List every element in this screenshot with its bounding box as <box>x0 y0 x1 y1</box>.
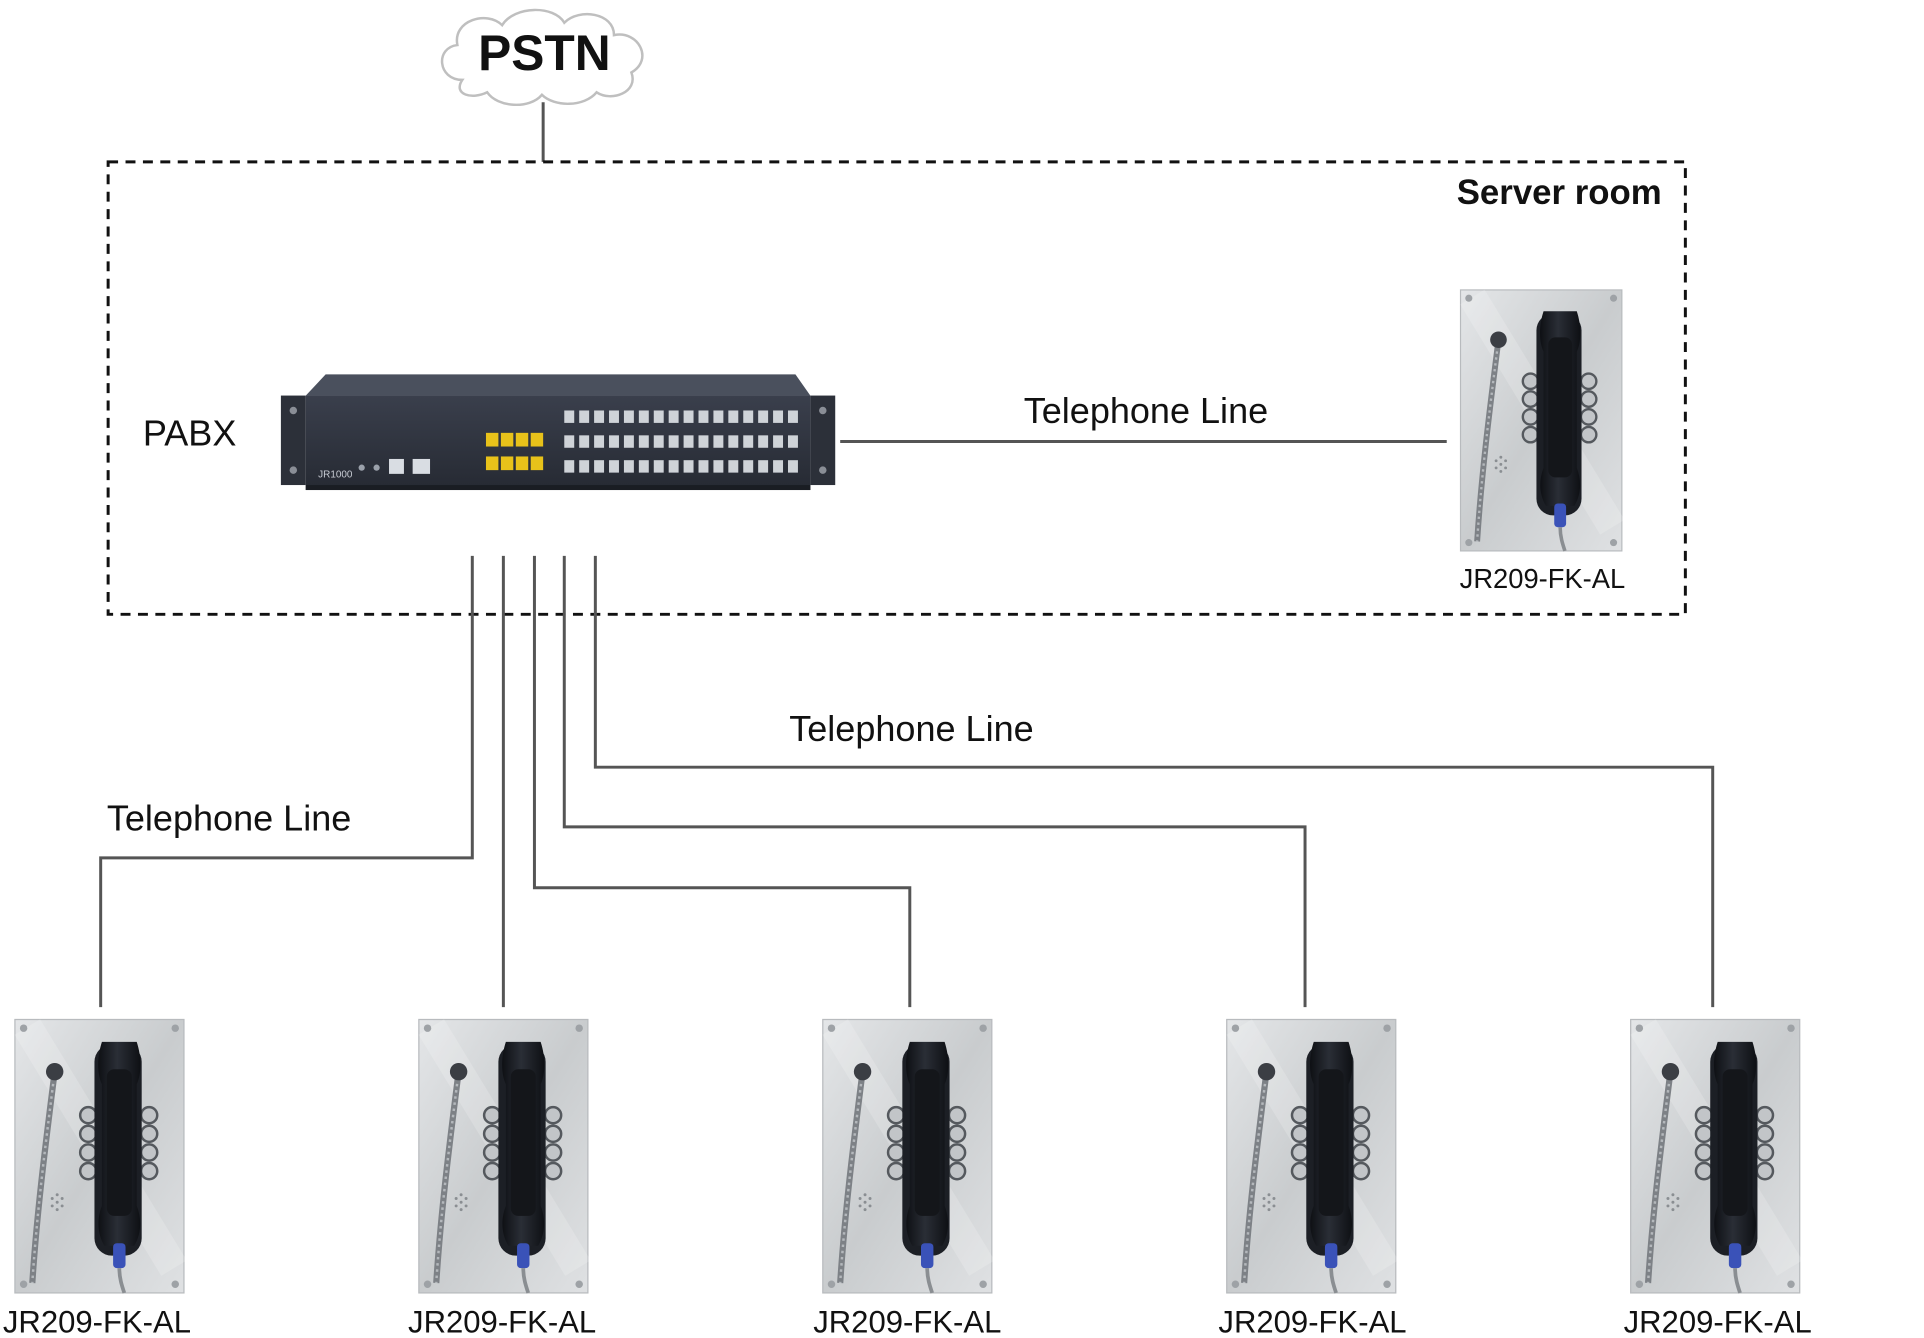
branch-line-5 <box>593 555 1715 1008</box>
field-phone-5 <box>1631 1019 1800 1292</box>
server-room-label: Server room <box>1457 173 1662 212</box>
server-line-label: Telephone Line <box>1024 390 1268 431</box>
branch-line-left-label: Telephone Line <box>107 798 351 839</box>
field-phone-2-label: JR209-FK-AL <box>408 1305 596 1338</box>
field-phone-4 <box>1227 1019 1396 1292</box>
branch-line-1 <box>99 555 474 1008</box>
branch-line-3 <box>532 555 912 1008</box>
pabx-label: PABX <box>143 412 236 453</box>
field-phone-3 <box>823 1019 992 1292</box>
field-phone-2 <box>419 1019 588 1292</box>
pabx-device: JR1000 <box>280 374 836 491</box>
server-room-phone <box>1461 290 1622 551</box>
pstn-label: PSTN <box>478 25 611 81</box>
field-phone-1 <box>15 1019 184 1292</box>
server-phone-model-label: JR209-FK-AL <box>1460 563 1626 594</box>
field-phone-4-label: JR209-FK-AL <box>1218 1305 1406 1338</box>
server-room-boundary <box>106 160 1687 616</box>
branch-line-right-label: Telephone Line <box>789 708 1033 749</box>
pstn-cloud: PSTN <box>440 8 644 107</box>
field-phone-1-label: JR209-FK-AL <box>3 1305 191 1338</box>
branch-line-4 <box>562 555 1307 1008</box>
field-phone-5-label: JR209-FK-AL <box>1624 1305 1812 1338</box>
field-phone-3-label: JR209-FK-AL <box>813 1305 1001 1338</box>
pabx-model-text: JR1000 <box>318 470 353 481</box>
